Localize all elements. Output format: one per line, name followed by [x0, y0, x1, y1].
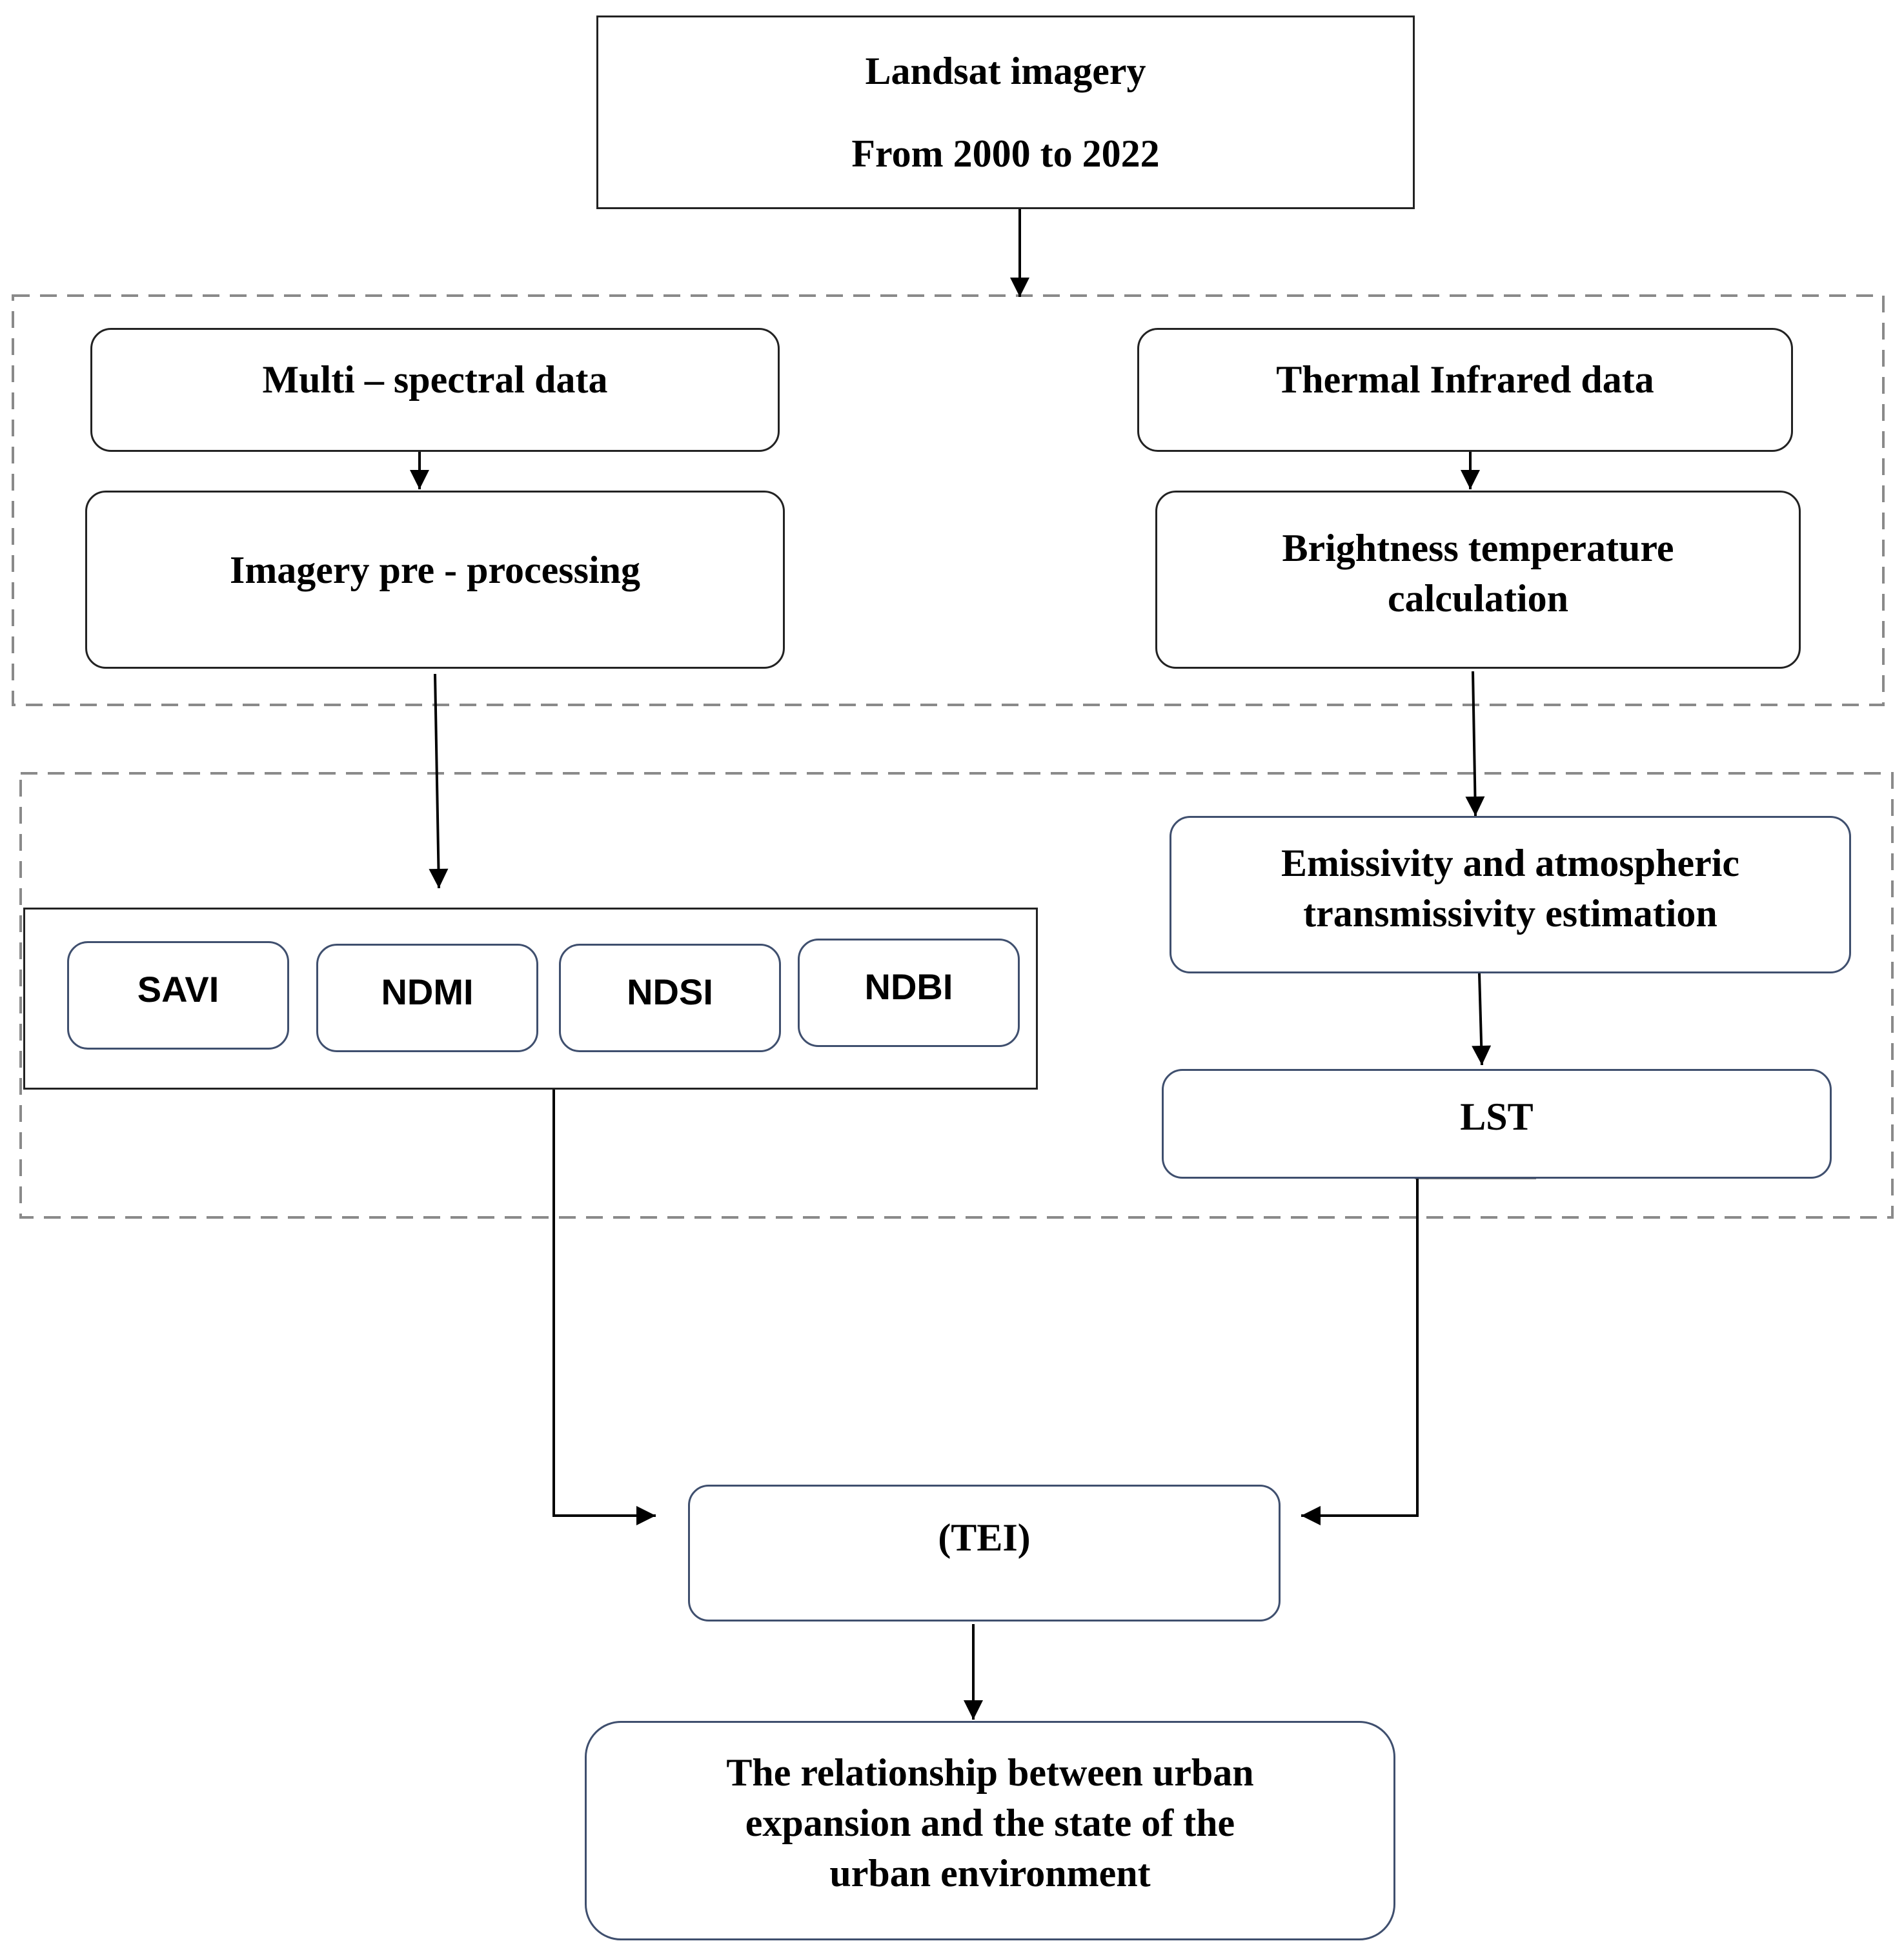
ndsi-label: NDSI — [627, 971, 713, 1012]
emissivity-label-line2: transmissivity estimation — [1303, 892, 1717, 935]
emissivity-estimation-box: Emissivity and atmospheric transmissivit… — [1170, 816, 1851, 973]
tei-box: (TEI) — [688, 1485, 1281, 1622]
ndbi-index-box: NDBI — [798, 939, 1020, 1047]
lst-label: LST — [1460, 1095, 1534, 1138]
tei-label: (TEI) — [938, 1516, 1031, 1559]
result-label-line2: expansion and the state of the — [745, 1802, 1235, 1844]
brightness-label-line1: Brightness temperature — [1282, 527, 1674, 569]
arrow-brightness-to-emissivity — [1465, 671, 1485, 817]
ndbi-label: NDBI — [864, 966, 953, 1007]
arrow-preprocessing-to-indices — [429, 673, 449, 889]
dashed-group-top — [12, 294, 1885, 706]
multi-spectral-data-box: Multi – spectral data — [90, 328, 780, 452]
arrow-indices-to-tei — [552, 1090, 656, 1525]
landsat-date-range: From 2000 to 2022 — [851, 132, 1160, 175]
result-label-line3: urban environment — [829, 1852, 1151, 1895]
imagery-preprocessing-label: Imagery pre - processing — [229, 549, 641, 591]
arrow-lst-to-tei — [1301, 1177, 1419, 1525]
brightness-label-line2: calculation — [1388, 577, 1568, 620]
result-label-line1: The relationship between urban — [726, 1751, 1254, 1794]
ndmi-label: NDMI — [381, 971, 474, 1012]
ndsi-index-box: NDSI — [559, 944, 781, 1052]
dashed-group-bottom — [19, 772, 1894, 1219]
thermal-infrared-data-box: Thermal Infrared data — [1137, 328, 1793, 452]
lst-box: LST — [1162, 1069, 1832, 1179]
brightness-temperature-box: Brightness temperature calculation — [1155, 491, 1801, 669]
ndmi-index-box: NDMI — [316, 944, 538, 1052]
imagery-preprocessing-box: Imagery pre - processing — [85, 491, 785, 669]
arrow-emissivity-to-lst — [1472, 973, 1492, 1066]
savi-index-box: SAVI — [67, 941, 289, 1050]
savi-label: SAVI — [137, 969, 219, 1010]
landsat-title: Landsat imagery — [865, 50, 1146, 92]
result-relationship-box: The relationship between urban expansion… — [585, 1721, 1395, 1940]
multi-spectral-label: Multi – spectral data — [262, 358, 608, 401]
thermal-infrared-label: Thermal Infrared data — [1276, 358, 1654, 401]
landsat-imagery-box: Landsat imagery From 2000 to 2022 — [596, 15, 1415, 209]
emissivity-label-line1: Emissivity and atmospheric — [1281, 842, 1740, 884]
